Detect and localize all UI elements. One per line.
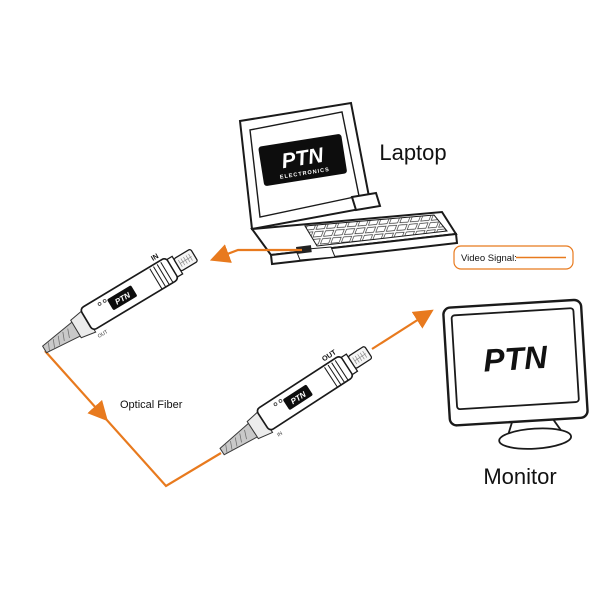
monitor-stand-base	[498, 427, 572, 450]
optical-fiber-line	[44, 350, 222, 488]
laptop-keyboard	[304, 214, 448, 247]
transmitter-in-port-label: IN	[149, 251, 160, 262]
laptop-hinge	[350, 191, 382, 212]
optical-fiber-label: Optical Fiber	[120, 399, 183, 411]
monitor-logo-text: PTN	[482, 339, 549, 379]
video-signal-line-laptop-to-transmitter	[209, 244, 302, 263]
laptop-label: Laptop	[379, 140, 446, 165]
transmitter-fiber-port-label: OUT	[97, 329, 109, 340]
laptop-logo-plate	[258, 134, 347, 186]
optical-fiber-arrow	[87, 399, 108, 422]
receiver-fiber-port-label: IN	[276, 430, 284, 438]
video-signal-line-receiver-to-monitor	[371, 309, 434, 350]
legend: Video Signal:	[453, 245, 574, 270]
legend-box	[453, 245, 574, 270]
transmitter-device: PTN IN OUT	[35, 243, 203, 361]
monitor-label: Monitor	[483, 464, 556, 489]
monitor-illustration: PTN	[442, 298, 589, 450]
laptop-video-port	[296, 245, 312, 254]
receiver-device: PTN OUT IN	[212, 340, 378, 463]
monitor-screen	[450, 307, 580, 411]
laptop-screen-logo: PTN ELECTRONICS	[258, 134, 347, 186]
legend-label: Video Signal:	[461, 253, 517, 264]
laptop-illustration: PTN ELECTRONICS	[238, 101, 459, 266]
